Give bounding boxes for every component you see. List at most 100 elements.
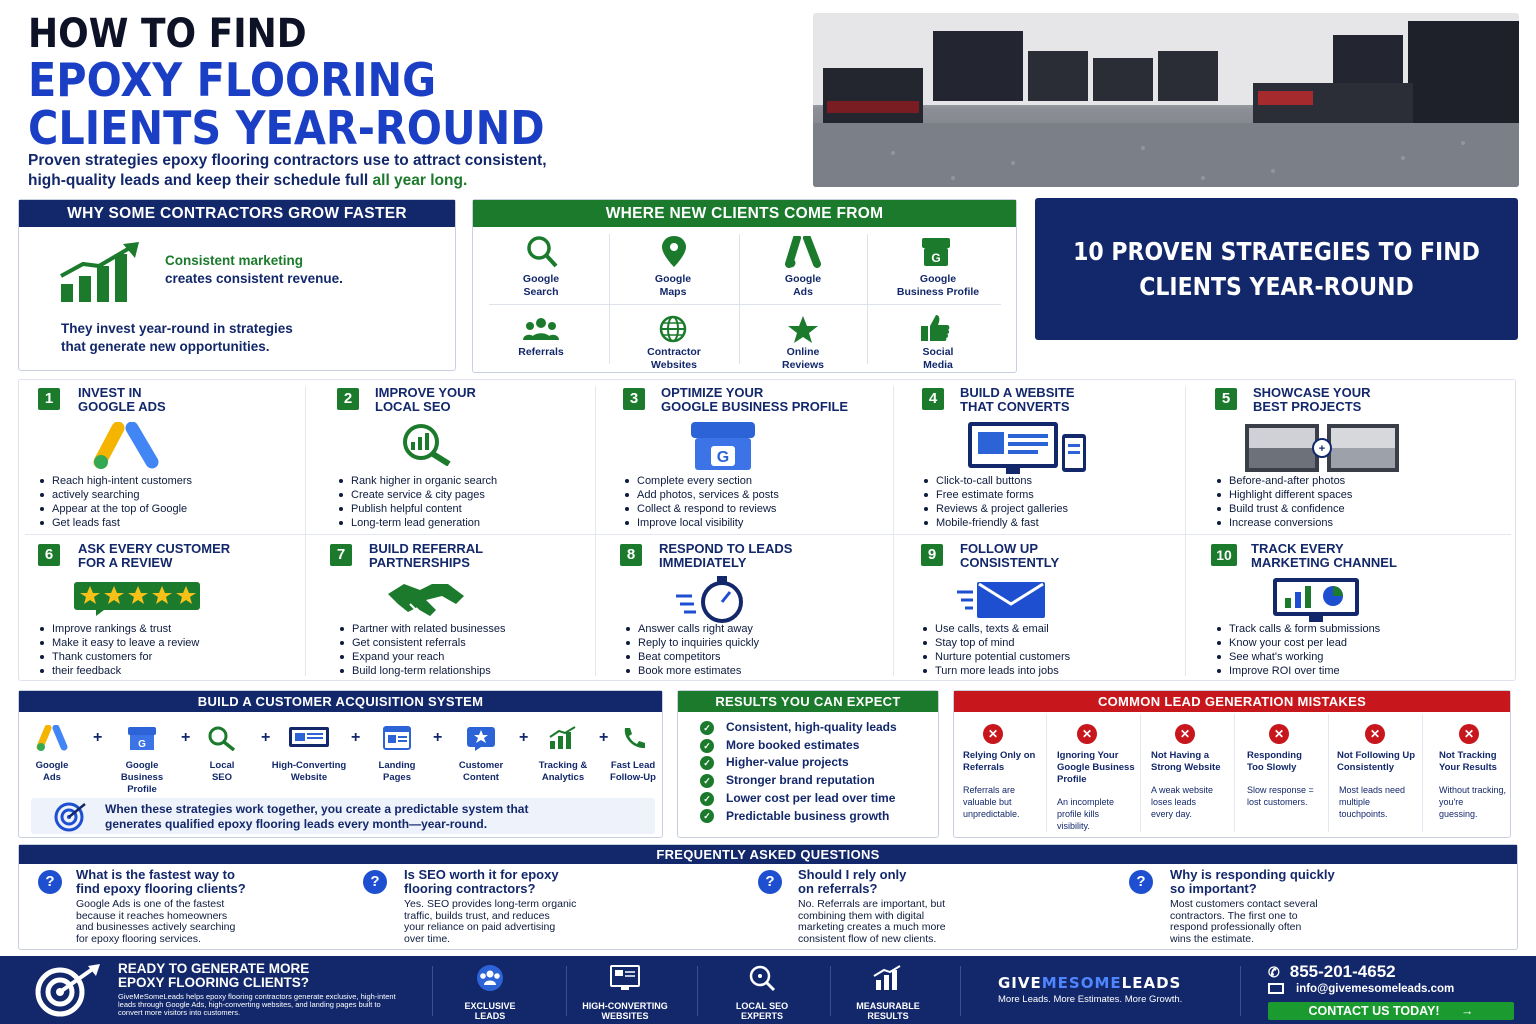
q-line: Is SEO worth it for epoxy xyxy=(404,867,559,882)
a-line: marketing creates a much more xyxy=(798,921,946,933)
bullet: Get leads fast xyxy=(38,516,192,530)
a-line: No. Referrals are important, but xyxy=(798,898,946,910)
result-item: ✓Stronger brand reputation xyxy=(700,772,897,790)
bullet: Track calls & form submissions xyxy=(1215,622,1380,636)
strategies-banner: 10 PROVEN STRATEGIES TO FIND CLIENTS YEA… xyxy=(1035,198,1518,340)
result-text: Consistent, high-quality leads xyxy=(726,720,897,734)
bullet: Collect & respond to reviews xyxy=(623,502,779,516)
mistake-desc: touchpoints. xyxy=(1339,809,1388,819)
arrow-right-icon: → xyxy=(1461,1004,1474,1018)
brand-part: MESOME xyxy=(1041,974,1122,992)
analytics-monitor-icon xyxy=(1273,578,1359,622)
bullet: Increase conversions xyxy=(1215,516,1352,530)
feature-label: LEADS xyxy=(474,1011,506,1021)
seo-magnifier-icon xyxy=(403,424,451,466)
bullet: Make it easy to leave a review xyxy=(38,636,199,650)
a-line: and businesses actively searching xyxy=(76,921,236,933)
phone-number[interactable]: 855-201-4652 xyxy=(1289,962,1396,981)
mail-icon xyxy=(1268,983,1284,995)
a-line: because it reaches homeowners xyxy=(76,909,228,922)
brand-part: LEADS xyxy=(1121,974,1182,992)
flow-label: Analytics xyxy=(541,772,585,783)
title-line: CONSISTENTLY xyxy=(960,555,1060,570)
x-mark-icon: ✕ xyxy=(983,724,1003,744)
title-line: BUILD REFERRAL xyxy=(369,541,484,556)
source-label: Media xyxy=(923,359,953,371)
title-line: RESPOND TO LEADS xyxy=(659,541,793,556)
mistake-desc: every day. xyxy=(1151,809,1192,819)
feature-label: EXCLUSIVE xyxy=(464,1001,516,1011)
flow-label: Follow-Up xyxy=(610,772,656,783)
bullet: Know your cost per lead xyxy=(1215,636,1380,650)
cta-line: EPOXY FLOORING CLIENTS? xyxy=(118,975,310,990)
check-icon: ✓ xyxy=(700,791,714,806)
subtitle-line2: high-quality leads and keep their schedu… xyxy=(28,171,608,191)
sources-title: WHERE NEW CLIENTS COME FROM xyxy=(473,200,1016,227)
strategy-number: 3 xyxy=(623,388,645,410)
why-body: They invest year-round in strategies tha… xyxy=(61,320,293,356)
bullet: Appear at the top of Google xyxy=(38,502,192,516)
source-label: Google xyxy=(919,273,957,285)
bullet: Thank customers for xyxy=(38,650,199,664)
mistake-title: Not Having a xyxy=(1151,750,1210,761)
footer-phone[interactable]: ✆855-201-4652 xyxy=(1268,962,1396,982)
why-lead-line1: Consistent marketing xyxy=(165,253,304,268)
strategy-number: 9 xyxy=(921,544,943,566)
a-line: Google Ads is one of the fastest xyxy=(76,898,225,910)
question-icon: ? xyxy=(38,870,62,894)
mistake-desc: Without tracking, xyxy=(1439,785,1507,795)
mistake-desc: visibility. xyxy=(1057,821,1090,831)
acquisition-panel: BUILD A CUSTOMER ACQUISITION SYSTEM Goog… xyxy=(18,690,663,838)
result-item: ✓Consistent, high-quality leads xyxy=(700,719,897,737)
strategy-number: 7 xyxy=(330,544,352,566)
source-label: Ads xyxy=(793,286,813,298)
a-line: over time. xyxy=(404,932,451,945)
five-star-review-icon xyxy=(74,582,200,616)
flow-label: Customer xyxy=(458,760,504,771)
title-line: MARKETING CHANNEL xyxy=(1251,555,1397,570)
search-icon xyxy=(525,234,559,270)
result-item: ✓Higher-value projects xyxy=(700,754,897,772)
contact-us-button[interactable]: CONTACT US TODAY! → xyxy=(1268,1002,1514,1020)
feature-label: RESULTS xyxy=(867,1011,909,1021)
feature-label: EXPERTS xyxy=(740,1011,783,1021)
analytics-bars-icon xyxy=(549,726,576,749)
footer-email[interactable]: info@givemesomeleads.com xyxy=(1268,983,1454,995)
plus-sign: + xyxy=(351,729,361,746)
title-line: GOOGLE ADS xyxy=(78,399,166,414)
headline-line3: CLIENTS YEAR-ROUND xyxy=(28,101,545,155)
bullet: Answer calls right away xyxy=(624,622,759,636)
hero-garage-photo xyxy=(813,13,1519,187)
flow-label: High-Converting xyxy=(271,760,347,771)
a-line: traffic, builds trust, and reduces xyxy=(404,909,550,922)
people-icon xyxy=(477,965,503,991)
bullet: Highlight different spaces xyxy=(1215,488,1352,502)
strategy-number: 5 xyxy=(1215,388,1237,410)
source-label: Reviews xyxy=(781,359,825,371)
email-address[interactable]: info@givemesomeleads.com xyxy=(1296,983,1455,995)
a-line: Yes. SEO provides long-term organic xyxy=(404,898,577,910)
bullet: Before-and-after photos xyxy=(1215,474,1352,488)
mistake-desc: guessing. xyxy=(1439,809,1478,819)
